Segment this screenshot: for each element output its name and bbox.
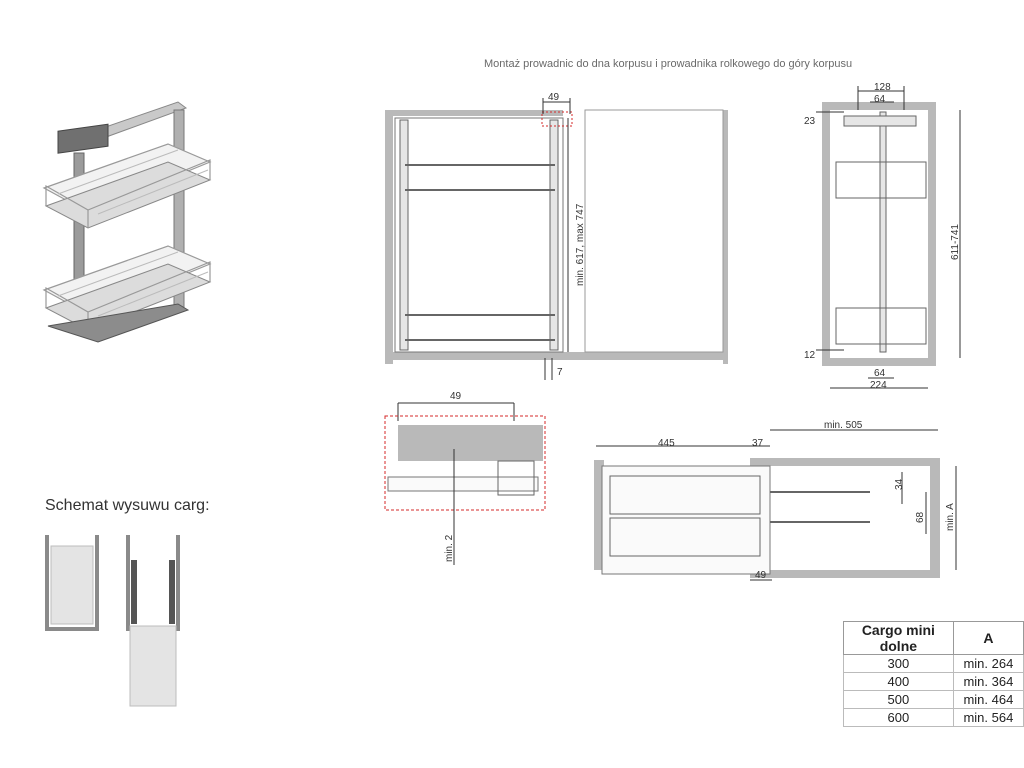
page-title: Montaż prowadnic do dna korpusu i prowad… xyxy=(484,58,853,70)
front-view-drawing: 128 64 23 611-741 12 64 224 xyxy=(804,82,961,391)
product-illustration xyxy=(42,101,212,343)
front-dim-top-inner: 64 xyxy=(874,94,886,105)
detail-dim-top: 49 xyxy=(450,391,462,402)
table-cell-a: min. 364 xyxy=(952,672,1024,691)
table-cell-size: 300 xyxy=(843,654,954,673)
side-dim-height: min. 617, max 747 xyxy=(575,203,586,286)
top-dim-spacing: 68 xyxy=(915,511,926,523)
side-dim-top: 49 xyxy=(548,92,560,103)
front-dim-bottom-inner: 64 xyxy=(874,368,886,379)
table-row: 300 min. 264 xyxy=(843,654,1024,673)
schema-title: Schemat wysuwu carg: xyxy=(45,497,210,514)
front-dim-top-offset: 23 xyxy=(804,116,816,127)
table-cell-a: min. 464 xyxy=(952,690,1024,709)
top-dim-rail: 34 xyxy=(894,478,905,490)
top-view-drawing: 445 37 min. 505 34 68 min. A 49 xyxy=(594,420,957,581)
table-header-cargo: Cargo mini dolne xyxy=(843,621,954,655)
top-dim-bottom: 49 xyxy=(755,570,767,581)
side-view-drawing: 49 min. 617, max 747 7 xyxy=(385,92,728,380)
schema-closed xyxy=(45,535,99,631)
cargo-size-table: Cargo mini dolne A 300 min. 264 400 min.… xyxy=(843,621,1024,727)
extraction-schema xyxy=(45,535,180,707)
top-dim-width: min. A xyxy=(945,503,956,531)
table-cell-size: 500 xyxy=(843,690,954,709)
table-cell-size: 600 xyxy=(843,708,954,727)
table-cell-a: min. 264 xyxy=(952,654,1024,673)
side-dim-bottom: 7 xyxy=(557,367,563,378)
front-dim-height: 611-741 xyxy=(950,224,961,260)
top-dim-offset: 37 xyxy=(752,438,764,449)
schema-open xyxy=(126,535,180,707)
table-header-a: A xyxy=(952,621,1024,655)
front-dim-bottom-offset: 12 xyxy=(804,350,816,361)
front-dim-bottom-outer: 224 xyxy=(870,380,887,391)
table-cell-size: 400 xyxy=(843,672,954,691)
table-row: 600 min. 564 xyxy=(843,708,1024,727)
table-cell-a: min. 564 xyxy=(952,708,1024,727)
table-row: 500 min. 464 xyxy=(843,690,1024,709)
detail-dim-gap: min. 2 xyxy=(444,534,455,562)
top-dim-min-depth: min. 505 xyxy=(824,420,863,431)
table-row: 400 min. 364 xyxy=(843,672,1024,691)
detail-view-drawing: 49 min. 2 xyxy=(384,391,546,565)
top-dim-depth: 445 xyxy=(658,438,675,449)
front-dim-top-outer: 128 xyxy=(874,82,891,93)
